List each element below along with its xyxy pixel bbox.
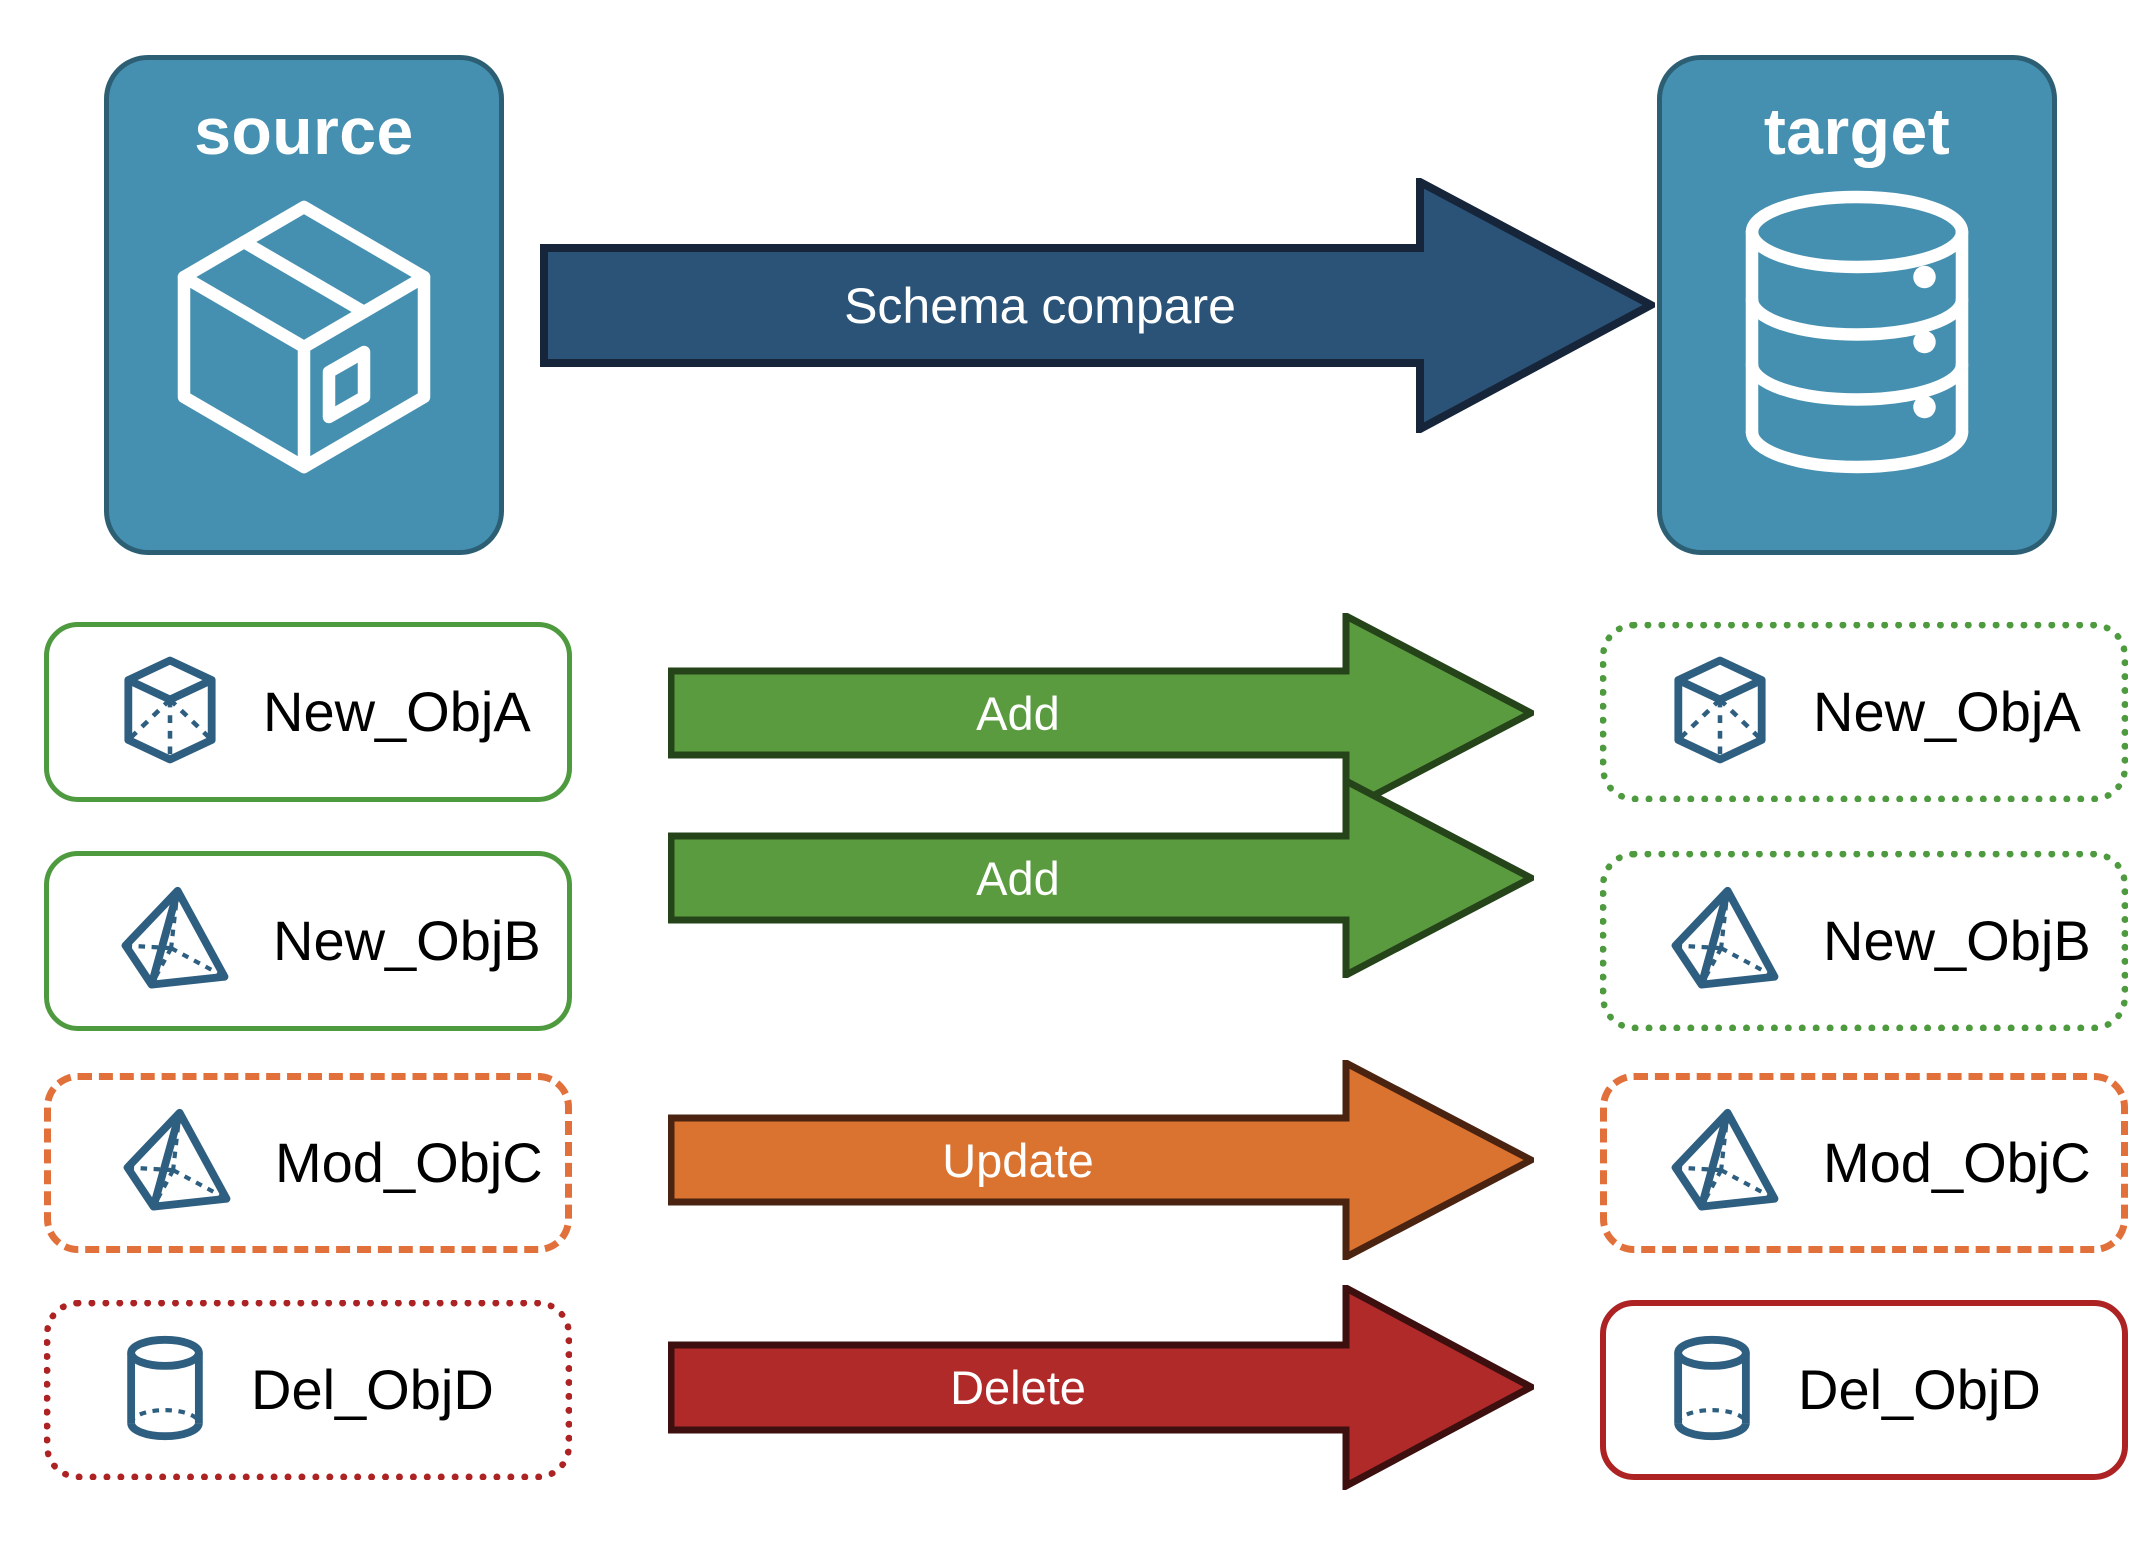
action-arrow-delete-3: Delete bbox=[667, 1282, 1539, 1492]
wireframe-pyramid-icon bbox=[117, 883, 233, 1000]
wireframe-cube-icon bbox=[1667, 654, 1773, 771]
source-object-card-2[interactable]: Mod_ObjC bbox=[44, 1073, 572, 1253]
action-arrow-update-2: Update bbox=[667, 1057, 1539, 1263]
target-object-label-3: Del_ObjD bbox=[1798, 1358, 2041, 1421]
source-object-label-3: Del_ObjD bbox=[251, 1358, 494, 1421]
wireframe-cube-icon bbox=[117, 654, 223, 771]
source-object-label-1: New_ObjB bbox=[273, 909, 541, 972]
source-endpoint-card: source bbox=[104, 55, 504, 555]
target-object-card-0[interactable]: New_ObjA bbox=[1600, 622, 2128, 802]
wireframe-cylinder-icon bbox=[1666, 1332, 1758, 1449]
wireframe-pyramid-icon bbox=[1667, 1105, 1783, 1222]
database-cylinder-icon bbox=[1717, 182, 1997, 487]
target-object-card-1[interactable]: New_ObjB bbox=[1600, 851, 2128, 1031]
wireframe-pyramid-icon bbox=[119, 1105, 235, 1222]
target-object-label-0: New_ObjA bbox=[1813, 680, 2081, 743]
wireframe-cylinder-icon bbox=[119, 1332, 211, 1449]
schema-compare-arrow: Schema compare bbox=[540, 175, 1660, 436]
wireframe-pyramid-icon bbox=[1667, 883, 1783, 1000]
source-object-label-0: New_ObjA bbox=[263, 680, 531, 743]
target-object-card-3[interactable]: Del_ObjD bbox=[1600, 1300, 2128, 1480]
target-object-card-2[interactable]: Mod_ObjC bbox=[1600, 1073, 2128, 1253]
source-object-card-0[interactable]: New_ObjA bbox=[44, 622, 572, 802]
source-object-card-3[interactable]: Del_ObjD bbox=[44, 1300, 572, 1480]
target-title: target bbox=[1763, 94, 1951, 168]
action-arrow-add-1: Add bbox=[667, 775, 1539, 981]
source-title: source bbox=[194, 94, 414, 168]
target-object-label-1: New_ObjB bbox=[1823, 909, 2091, 972]
package-box-icon bbox=[154, 182, 454, 487]
source-object-card-1[interactable]: New_ObjB bbox=[44, 851, 572, 1031]
target-endpoint-card: target bbox=[1657, 55, 2057, 555]
target-object-label-2: Mod_ObjC bbox=[1823, 1131, 2091, 1194]
source-object-label-2: Mod_ObjC bbox=[275, 1131, 543, 1194]
